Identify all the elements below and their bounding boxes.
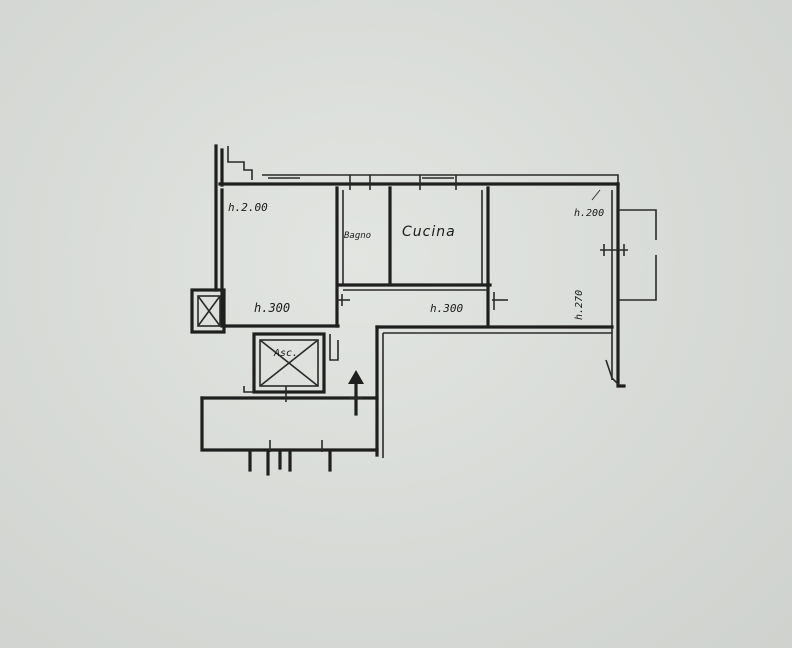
label-lift: Asc.	[273, 348, 298, 359]
shaft-box-inner	[197, 295, 221, 327]
right-wall	[616, 182, 626, 388]
label-bath: Bagno	[344, 231, 371, 241]
entrance-arrow-icon	[348, 370, 364, 416]
pointer-tick	[591, 189, 601, 201]
lift-shaft	[243, 332, 339, 394]
lift-corner-left	[243, 386, 254, 393]
top-wall-outer-line	[262, 174, 619, 188]
right-corner-stroke	[605, 359, 619, 385]
shaft-cross-2	[197, 295, 221, 327]
label-left-room-height: h.300	[254, 301, 290, 315]
label-right-room-height-side: h.270	[574, 290, 585, 320]
outer-walls	[214, 144, 626, 458]
landing-walls	[200, 396, 379, 452]
annotations: h.2.00 h.300 Bagno Cucina h.300 h.200 h.…	[228, 189, 604, 359]
stair-steps-top	[227, 146, 253, 180]
lift-box-inner	[259, 339, 319, 387]
shaft-box	[190, 288, 226, 334]
balcony-bottom	[618, 255, 657, 301]
landing	[200, 386, 379, 476]
lift-cross-2	[259, 339, 319, 387]
label-center-room-height: h.300	[430, 302, 463, 315]
left-room-walls	[220, 188, 340, 328]
label-right-room-height-top: h.200	[574, 208, 604, 219]
interior-walls	[268, 175, 508, 328]
label-top-left-height: h.2.00	[228, 201, 268, 214]
shaft-left	[190, 288, 226, 334]
lift-box	[252, 332, 326, 394]
balcony-right	[600, 209, 657, 385]
balcony-top	[618, 209, 657, 240]
lift-right-jamb	[329, 334, 339, 361]
label-kitchen: Cucina	[402, 224, 456, 240]
